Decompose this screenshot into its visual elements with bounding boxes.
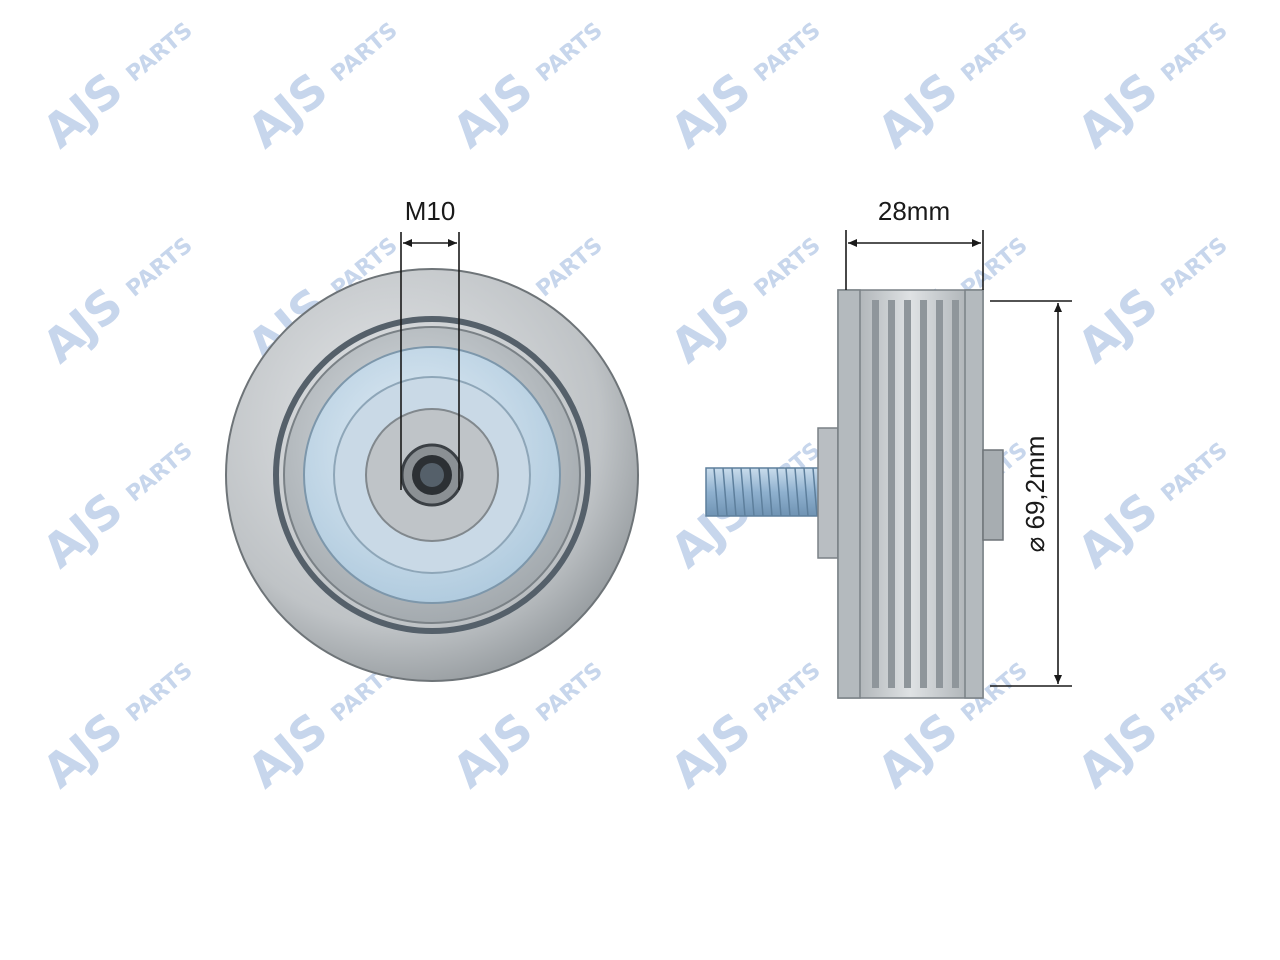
watermark-suffix: PARTS bbox=[750, 18, 826, 87]
watermark-brand: AJS bbox=[442, 702, 542, 799]
watermark-brand: AJS bbox=[32, 277, 132, 374]
watermark-suffix: PARTS bbox=[750, 658, 826, 727]
thread-label: M10 bbox=[405, 196, 456, 226]
watermark-suffix: PARTS bbox=[1157, 658, 1233, 727]
watermark-suffix: PARTS bbox=[1157, 233, 1233, 302]
watermark-brand: AJS bbox=[660, 702, 760, 799]
pulley-front-view bbox=[225, 268, 639, 682]
watermark-brand: AJS bbox=[32, 482, 132, 579]
watermark-suffix: PARTS bbox=[1157, 18, 1233, 87]
watermark-brand: AJS bbox=[32, 62, 132, 159]
width-label: 28mm bbox=[878, 196, 950, 226]
watermark-suffix: PARTS bbox=[327, 18, 403, 87]
watermark-suffix: PARTS bbox=[750, 233, 826, 302]
watermark-brand: AJS bbox=[1067, 482, 1167, 579]
watermark-brand: AJS bbox=[32, 702, 132, 799]
watermark-suffix: PARTS bbox=[957, 18, 1033, 87]
thread-dimension: M10 bbox=[400, 196, 460, 490]
watermark-brand: AJS bbox=[237, 702, 337, 799]
watermark-suffix: PARTS bbox=[122, 233, 198, 302]
watermark-suffix: PARTS bbox=[122, 438, 198, 507]
watermark-suffix: PARTS bbox=[532, 18, 608, 87]
watermark-brand: AJS bbox=[867, 702, 967, 799]
width-dimension: 28mm bbox=[845, 196, 984, 290]
watermark-brand: AJS bbox=[1067, 277, 1167, 374]
diameter-label: ⌀ 69,2mm bbox=[1020, 436, 1050, 553]
watermark-brand: AJS bbox=[442, 62, 542, 159]
watermark-suffix: PARTS bbox=[532, 233, 608, 302]
watermark-brand: AJS bbox=[237, 62, 337, 159]
watermark-brand: AJS bbox=[660, 277, 760, 374]
diameter-dimension: ⌀ 69,2mm bbox=[990, 300, 1072, 687]
watermark-suffix: PARTS bbox=[122, 658, 198, 727]
watermark-suffix: PARTS bbox=[1157, 438, 1233, 507]
pulley-side-view bbox=[705, 289, 1004, 699]
watermark-brand: AJS bbox=[1067, 702, 1167, 799]
watermark-suffix: PARTS bbox=[122, 18, 198, 87]
watermark-suffix: PARTS bbox=[532, 658, 608, 727]
watermark-brand: AJS bbox=[867, 62, 967, 159]
watermark-brand: AJS bbox=[1067, 62, 1167, 159]
watermark-brand: AJS bbox=[660, 62, 760, 159]
